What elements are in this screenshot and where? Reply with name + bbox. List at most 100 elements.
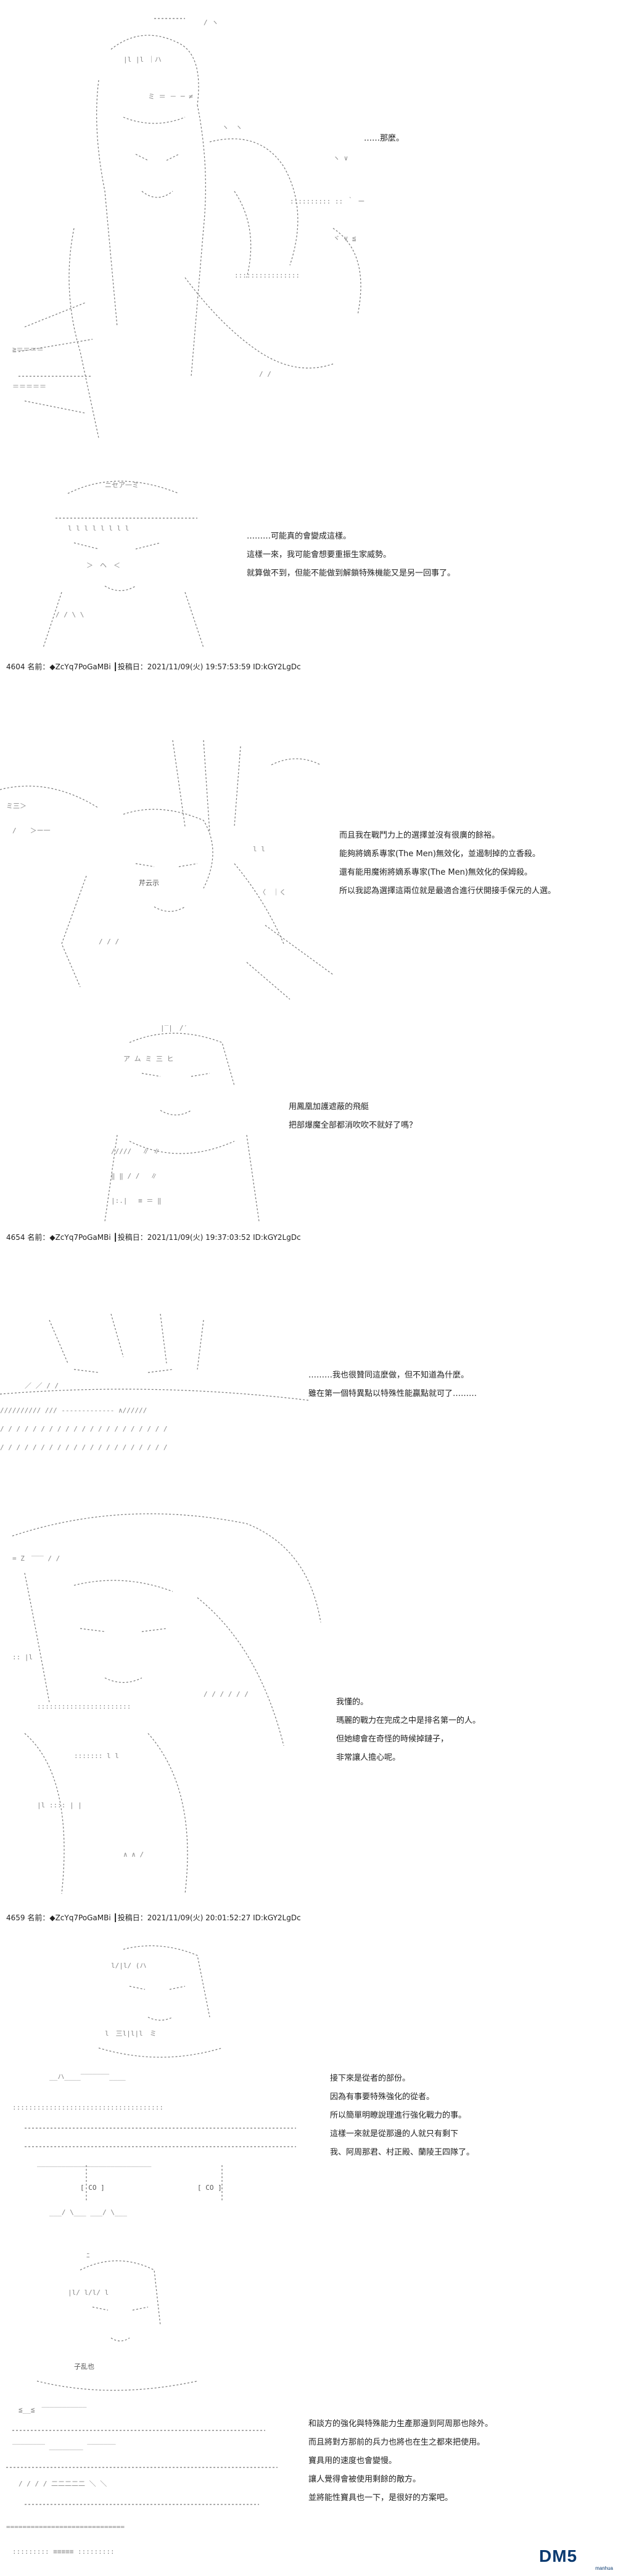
- dialogue-line: 瑪麗的戰力在完成之中是排名第一的人。: [336, 1716, 481, 1725]
- svg-text:ア ム ミ 三 ヒ: ア ム ミ 三 ヒ: [123, 1055, 174, 1063]
- svg-text:ミ三＞: ミ三＞: [6, 802, 27, 810]
- site-logo: DM5 manhua: [539, 2546, 613, 2571]
- dialogue-panel-4: 用鳳凰加護遮蔽的飛艇 把部爆魔全部都消吹吹不就好了嗎？: [289, 1098, 417, 1135]
- dialogue-line: ………我也很贊同這麼做，但不知道為什麼。: [308, 1371, 469, 1380]
- dialogue-line: 寶具用的速度也會變慢。: [308, 2456, 397, 2466]
- ascii-art-drawing: / ヽ |l |l ｜ハ ミ ＝ － ─ ≠ ヽ ヽ ヽ ∨ :::::::::…: [12, 18, 365, 439]
- dialogue-line: 讓人覺得會被使用剩餘的敵方。: [308, 2475, 421, 2484]
- ascii-art-drawing: ﾆ |l/ l/l/ l ≦__≦ ‾‾‾‾‾‾‾‾‾‾‾ ‾‾‾‾‾‾‾‾ ＿…: [6, 2252, 278, 2556]
- svg-text:= Z ‾‾‾ / /: = Z ‾‾‾ / /: [12, 1554, 60, 1563]
- dialogue-line: ………可能真的會變成這樣。: [247, 532, 352, 541]
- svg-text:|:.| ≡ ＝ ‖: |:.| ≡ ＝ ‖: [111, 1197, 162, 1205]
- art-sign: [ CO ]: [197, 2184, 222, 2192]
- panel-3: ミ三＞ / ＞ー一 l l / / / 〈 ｜く 芹云示 而且我在戰鬥力上的選擇…: [0, 740, 618, 1012]
- post-header-4659: 4659 名前：◆ZcYq7PoGaMBi ┃投稿日：2021/11/09(火)…: [6, 1913, 301, 1922]
- ascii-art-figure-1: / ヽ |l |l ｜ハ ミ ＝ － ─ ≠ ヽ ヽ ヽ ∨ :::::::::…: [0, 6, 382, 463]
- svg-text:≦__≦ ‾‾‾‾‾‾‾‾‾‾‾: ≦__≦ ‾‾‾‾‾‾‾‾‾‾‾: [19, 2406, 87, 2414]
- svg-text:__ハ____‾‾‾‾‾‾‾____: __ハ____‾‾‾‾‾‾‾____: [49, 2073, 126, 2081]
- dialogue-line: 而且我在戰鬥力上的選擇並沒有很廣的餘裕。: [339, 831, 500, 840]
- svg-text:/ / \ \: / / \ \: [56, 611, 84, 619]
- svg-text:/ / / / / / / / / / / / / / /: / / / / / / / / / / / / / / / / / / / / …: [0, 1443, 168, 1451]
- svg-text:‖ ‖ / / ∥: ‖ ‖ / / ∥: [111, 1172, 157, 1180]
- ascii-art-drawing: ミ三＞ / ＞ー一 l l / / / 〈 ｜く 芹云示: [0, 740, 334, 1000]
- svg-text:l l: l l: [253, 845, 265, 853]
- ascii-art-figure-3: ミ三＞ / ＞ー一 l l / / / 〈 ｜く 芹云示: [0, 740, 345, 1005]
- svg-text:＝＝＝＝＝: ＝＝＝＝＝: [12, 382, 46, 390]
- svg-text:l l l l l l l l: l l l l l l l l: [68, 524, 129, 532]
- svg-text:/ / / / 二二二二二 ＼ ＼: / / / / 二二二二二 ＼ ＼: [19, 2480, 107, 2488]
- dialogue-panel-1: ……那麼。: [364, 130, 404, 148]
- svg-text:/ / / / / / / / / / / / / / /: / / / / / / / / / / / / / / / / / / / / …: [0, 1425, 168, 1433]
- panel-8: ﾆ |l/ l/l/ l ≦__≦ ‾‾‾‾‾‾‾‾‾‾‾ ‾‾‾‾‾‾‾‾ ＿…: [0, 2245, 618, 2576]
- panel-7: l/|l/ (ハ l 三l|l|l ミ __ハ____‾‾‾‾‾‾‾____ :…: [0, 1943, 618, 2233]
- svg-text::: |l: :: |l: [12, 1653, 33, 1661]
- svg-text:〈 ｜く: 〈 ｜く: [259, 888, 286, 896]
- dialogue-line: 所以簡單明瞭說理進行強化戰力的事。: [330, 2111, 467, 2120]
- svg-text:ヾ ∨ ≦: ヾ ∨ ≦: [333, 234, 356, 242]
- svg-text:∧ ∧ /: ∧ ∧ /: [123, 1851, 144, 1859]
- ascii-art-figure-7: l/|l/ (ハ l 三l|l|l ミ __ハ____‾‾‾‾‾‾‾____ :…: [12, 1943, 308, 2227]
- art-tag: 芹云示: [139, 879, 159, 887]
- post-header-4604: 4604 名前：◆ZcYq7PoGaMBi ┃投稿日：2021/11/09(火)…: [6, 663, 301, 671]
- svg-text:___/ \___ ___/ \___: ___/ \___ ___/ \___: [49, 2208, 127, 2216]
- svg-text:/ / /: / / /: [99, 938, 119, 946]
- svg-text:|l :::: | |: |l :::: | |: [37, 1801, 82, 1809]
- panel-5: ／ ／ / / ////////// /// ------------- ∧//…: [0, 1308, 618, 1468]
- dialogue-line: 能夠將嫡系專家(The Men)無效化，並遏制掉的立香殺。: [339, 849, 540, 859]
- dialogue-line: 並將能性寶具也一下，是很好的方案吧。: [308, 2493, 453, 2503]
- dialogue-line: 因為有事要特殊強化的從者。: [330, 2092, 435, 2102]
- panel-2: ニセア一ミ l l l l l l l l ＞ ヘ ＜ / / \ \ ………可…: [0, 469, 618, 654]
- panel-4: |‾| /′ ア ム ミ 三 ヒ ///// ∥ ∥ ‖ ‖ / / ∥ |:.…: [0, 1018, 618, 1228]
- ascii-art-drawing: |‾| /′ ア ム ミ 三 ヒ ///// ∥ ∥ ‖ ‖ / / ∥ |:.…: [104, 1024, 260, 1221]
- dialogue-line: 而且將對方那前的兵力也將也在生之都來把使用。: [308, 2438, 485, 2447]
- panel-1: / ヽ |l |l ｜ハ ミ ＝ － ─ ≠ ヽ ヽ ヽ ∨ :::::::::…: [0, 0, 618, 469]
- dialogue-panel-2: ………可能真的會變成這樣。 這樣一來，我可能會想要重振生家威勢。 就算做不到，但…: [247, 527, 455, 583]
- ascii-art-figure-8: ﾆ |l/ l/l/ l ≦__≦ ‾‾‾‾‾‾‾‾‾‾‾ ‾‾‾‾‾‾‾‾ ＿…: [0, 2245, 290, 2566]
- ascii-art-figure-6: = Z ‾‾‾ / / :: |l ::::::::::::::::::::::…: [0, 1499, 345, 1900]
- svg-text:ヽ ヽ: ヽ ヽ: [222, 123, 242, 131]
- logo-text: DM5: [539, 2546, 578, 2566]
- svg-text:ミ ＝ － ─ ≠: ミ ＝ － ─ ≠: [148, 93, 193, 101]
- art-tag: 子乱也: [74, 2363, 94, 2371]
- dialogue-panel-8: 和談方的強化與特殊能力生產那邊到阿周那也除外。 而且將對方那前的兵力也將也在生之…: [308, 2415, 493, 2508]
- svg-text:＞ ヘ ＜: ＞ ヘ ＜: [86, 561, 120, 569]
- svg-text:‾‾‾‾‾‾‾‾ ＿＿＿＿＿ ‾‾‾‾‾‾‾: ‾‾‾‾‾‾‾‾ ＿＿＿＿＿ ‾‾‾‾‾‾‾: [12, 2443, 116, 2451]
- dialogue-line: ……那麼。: [364, 134, 405, 143]
- ascii-art-drawing: ニセア一ミ l l l l l l l l ＞ ヘ ＜ / / \ \: [43, 481, 204, 648]
- ascii-art-drawing: l/|l/ (ハ l 三l|l|l ミ __ハ____‾‾‾‾‾‾‾____ :…: [12, 1945, 296, 2216]
- svg-text::::::::::::::::::::::::: :::::::::::::::::::::::: [37, 1703, 131, 1711]
- dialogue-line: 這樣一來，我可能會想要重振生家威勢。: [247, 550, 392, 559]
- svg-text:ニセア一ミ: ニセア一ミ: [105, 481, 139, 489]
- svg-text:/ / / / / /: / / / / / /: [204, 1690, 249, 1698]
- svg-text:‾‾‾‾‾‾‾‾‾‾‾‾‾‾‾‾‾‾‾‾‾‾‾‾‾‾‾‾: ‾‾‾‾‾‾‾‾‾‾‾‾‾‾‾‾‾‾‾‾‾‾‾‾‾‾‾‾: [37, 2165, 152, 2173]
- dialogue-line: 和談方的強化與特殊能力生產那邊到阿周那也除外。: [308, 2419, 493, 2429]
- svg-text:/ ＞ー一: / ＞ー一: [12, 827, 51, 835]
- svg-text:|l/ l/l/ l: |l/ l/l/ l: [68, 2289, 109, 2297]
- dialogue-panel-5: ………我也很贊同這麼做，但不知道為什麼。 雖在第一個特異點以特殊性能贏點就可了……: [308, 1366, 477, 1403]
- ascii-art-figure-4: |‾| /′ ア ム ミ 三 ヒ ///// ∥ ∥ ‖ ‖ / / ∥ |:.…: [93, 1018, 271, 1221]
- art-sign: [ CO ]: [80, 2184, 105, 2192]
- svg-text:|‾| /′: |‾| /′: [160, 1024, 187, 1032]
- svg-text:///// ∥ ∥: ///// ∥ ∥: [111, 1147, 160, 1155]
- svg-text:/ /: / /: [259, 370, 271, 378]
- svg-text:::::::: l l: ::::::: l l: [74, 1752, 119, 1760]
- svg-text:／ ／ / /: ／ ／ / /: [25, 1382, 59, 1390]
- svg-text:::::::::::::::::: ::::::::::::::::: [234, 271, 300, 279]
- svg-text:::::::::::::::::::::::::::::::: :::::::::::::::::::::::::::::::::::::: [12, 2103, 163, 2112]
- svg-text:l/|l/ (ハ: l/|l/ (ハ: [111, 1962, 146, 1970]
- dialogue-line: 還有能用魔術將嫡系專家(The Men)無效化的保姆殺。: [339, 868, 532, 877]
- ascii-art-drawing: = Z ‾‾‾ / / :: |l ::::::::::::::::::::::…: [12, 1513, 321, 1894]
- dialogue-line: 把部爆魔全部都消吹吹不就好了嗎？: [289, 1121, 418, 1130]
- svg-text::::::::::: :: ｀ ー: :::::::::: :: ｀ ー: [290, 196, 365, 205]
- svg-text:≧＝＝＝＝: ≧＝＝＝＝: [12, 345, 44, 353]
- svg-text:/ ヽ: / ヽ: [204, 19, 218, 27]
- svg-text:////////// /// ------------- ∧: ////////// /// ------------- ∧//////: [0, 1406, 147, 1414]
- post-header-4654: 4654 名前：◆ZcYq7PoGaMBi ┃投稿日：2021/11/09(火)…: [6, 1233, 301, 1242]
- dialogue-line: 就算做不到，但能不能做到解鎖特殊機能又是另一回事了。: [247, 569, 456, 578]
- svg-text:ヽ ∨: ヽ ∨: [333, 154, 348, 162]
- ascii-art-figure-2: ニセア一ミ l l l l l l l l ＞ ヘ ＜ / / \ \: [19, 469, 222, 648]
- dialogue-panel-7: 接下來是從者的部份。 因為有事要特殊強化的從者。 所以簡單明瞭說理進行強化戰力的…: [330, 2070, 474, 2162]
- ascii-art-drawing: ／ ／ / / ////////// /// ------------- ∧//…: [0, 1313, 308, 1451]
- dialogue-line: 接下來是從者的部份。: [330, 2074, 411, 2083]
- dialogue-line: 我懂的。: [336, 1698, 369, 1707]
